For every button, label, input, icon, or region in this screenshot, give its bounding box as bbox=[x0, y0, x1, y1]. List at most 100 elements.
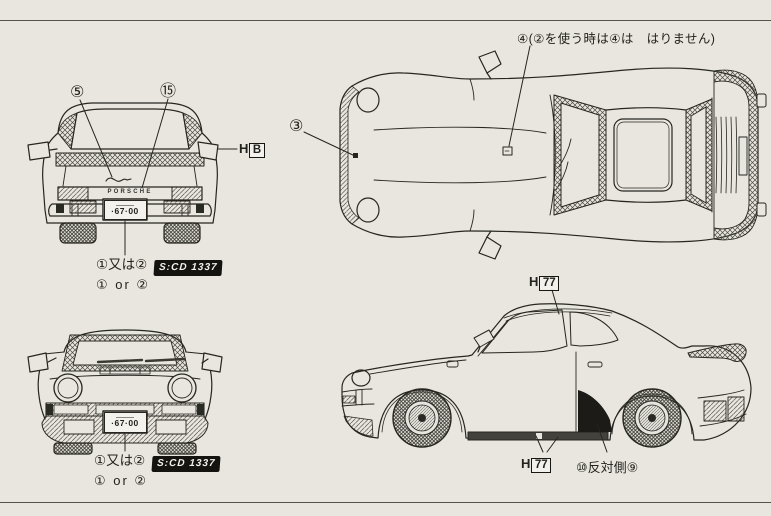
leader-top-note bbox=[508, 45, 531, 147]
front-airdam bbox=[343, 415, 374, 437]
roof-rails bbox=[605, 107, 687, 203]
headlight-right-inner bbox=[171, 377, 193, 399]
side-headlight bbox=[351, 369, 371, 387]
bottom-rule bbox=[0, 502, 771, 503]
plate-region-text bbox=[116, 204, 134, 206]
front-signal-left bbox=[53, 404, 89, 415]
bumperette-bottom bbox=[756, 202, 767, 217]
callout-3-target bbox=[353, 153, 358, 158]
top-outline bbox=[339, 67, 759, 243]
rear-bumper-end-right bbox=[196, 204, 204, 213]
front-mirror-right-arm bbox=[201, 358, 209, 364]
h-b-code: B bbox=[249, 143, 265, 158]
door-handle bbox=[587, 361, 603, 368]
door-window bbox=[481, 309, 568, 354]
rear-tire-right bbox=[163, 222, 201, 244]
headlight-left-inner bbox=[57, 377, 79, 399]
rear-mirror-left-arm bbox=[49, 148, 58, 151]
plate-decal-badge-rear: S:CD 1337 bbox=[153, 259, 224, 276]
plate-number-rear: ·67·00 bbox=[111, 205, 139, 216]
alt-front-jp: ①又は② bbox=[94, 453, 146, 468]
rear-reflector-left bbox=[69, 200, 97, 214]
turbo-script bbox=[105, 177, 132, 182]
side-front-hub bbox=[418, 414, 426, 422]
alt-choice-front: ①又は② S:CD 1337 ① or ② bbox=[94, 452, 222, 489]
fog-light-right bbox=[155, 419, 187, 435]
alt-rear-jp: ①又は② bbox=[96, 257, 148, 272]
sunroof bbox=[613, 118, 673, 192]
callout-15: ⑮ bbox=[160, 83, 177, 100]
front-mirror-left-arm bbox=[47, 357, 57, 363]
side-indicator bbox=[342, 395, 356, 404]
windshield-band bbox=[553, 94, 607, 216]
top-mirror-left bbox=[478, 50, 502, 74]
hood-creases bbox=[373, 126, 547, 184]
rear-light-left bbox=[57, 186, 89, 201]
rear-view-drawing bbox=[27, 98, 238, 256]
callout-3: ③ bbox=[289, 118, 304, 135]
rear-reflector-right bbox=[163, 200, 191, 214]
plate-decal-badge-front: S:CD 1337 bbox=[151, 455, 222, 472]
leader-callout-3 bbox=[303, 131, 356, 157]
h-b-prefix: H bbox=[239, 141, 249, 156]
alt-choice-rear: ①又は② S:CD 1337 ① or ② bbox=[96, 256, 224, 293]
top-view-drawing bbox=[303, 45, 767, 260]
rear-tire-left bbox=[59, 222, 97, 244]
rear-spoiler-band bbox=[55, 152, 205, 167]
alt-rear-en: ① or ② bbox=[96, 276, 151, 292]
leader-h77-sill bbox=[535, 435, 559, 453]
hood-seam bbox=[369, 359, 467, 375]
note-opposite-side: ⑩反対側⑨ bbox=[576, 460, 639, 475]
fuel-cap bbox=[446, 360, 459, 368]
alt-front-en: ① or ② bbox=[94, 472, 149, 488]
top-headlight-right bbox=[356, 197, 380, 223]
rear-mirror-right bbox=[197, 141, 219, 161]
front-mirror-right bbox=[201, 352, 223, 373]
leader-h77-roof bbox=[551, 289, 560, 315]
top-front-edge-band bbox=[339, 85, 360, 225]
porsche-script-text: PORSCHE bbox=[107, 189, 153, 195]
rear-window-band bbox=[685, 98, 713, 212]
shoulder-lines bbox=[43, 351, 207, 355]
roof-trim bbox=[503, 308, 613, 322]
plate-number-front: ·67·00 bbox=[111, 418, 139, 428]
front-signal-right bbox=[161, 404, 197, 415]
front-mirror-left bbox=[27, 352, 49, 373]
side-view-drawing bbox=[341, 289, 752, 453]
plate-region-text-front bbox=[116, 417, 134, 418]
rear-mirror-left bbox=[27, 141, 51, 161]
front-tire-left bbox=[53, 442, 93, 455]
license-plate-front: ·67·00 bbox=[103, 411, 147, 433]
leader-callout-5 bbox=[79, 99, 113, 178]
rocker-notch bbox=[536, 433, 542, 439]
rear-light-right bbox=[171, 186, 203, 201]
hood-latch bbox=[99, 366, 151, 375]
h77-roof-code: 77 bbox=[539, 276, 560, 291]
side-mirror bbox=[473, 329, 495, 348]
quarter-window bbox=[569, 311, 619, 347]
top-mirror-left-stem bbox=[486, 72, 492, 80]
front-view-drawing bbox=[27, 329, 223, 455]
rear-bumper-end-left bbox=[56, 204, 64, 213]
callout-5: ⑤ bbox=[70, 84, 85, 101]
front-tire-right bbox=[157, 442, 197, 455]
rear-c-pillar-left bbox=[57, 112, 78, 150]
top-note: ④(②を使う時は④は はりません) bbox=[517, 32, 716, 46]
top-headlight-left bbox=[356, 87, 380, 113]
h77-sill-prefix: H bbox=[521, 456, 531, 471]
rear-window bbox=[70, 108, 190, 150]
leader-opposite-note bbox=[596, 423, 608, 453]
top-rule bbox=[0, 20, 771, 21]
bumperette-top bbox=[756, 93, 767, 108]
rear-lid-sides bbox=[62, 165, 198, 187]
engine-vent bbox=[738, 136, 748, 176]
leader-callout-15 bbox=[141, 98, 169, 189]
front-wipers bbox=[96, 357, 186, 364]
engine-grille-slats bbox=[715, 116, 738, 194]
sunroof-inner bbox=[616, 121, 670, 189]
front-bumper-end-left bbox=[46, 404, 53, 415]
h77-sill-code: 77 bbox=[531, 458, 552, 473]
